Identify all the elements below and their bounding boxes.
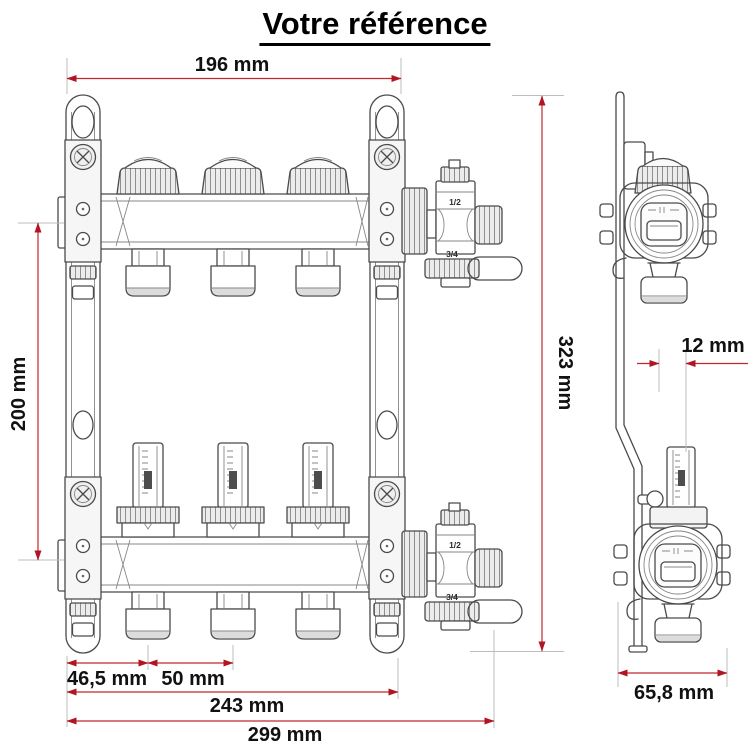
dimension-overall-width: 299 mm <box>66 717 495 746</box>
manifold-bar-bottom <box>57 536 405 593</box>
dimension-label: 50 mm <box>161 668 224 690</box>
dimension-label: 12 mm <box>681 335 744 357</box>
page-title: Votre référence <box>259 6 491 46</box>
dimension-top-width: 196 mm <box>66 54 402 82</box>
flow-meter <box>116 442 180 538</box>
dimensions: 196 mm 323 mm 200 mm 12 mm <box>8 54 748 746</box>
dimension-label: 196 mm <box>195 54 270 76</box>
flow-meter <box>201 442 265 538</box>
circuit-outlet <box>125 248 171 297</box>
flow-meter <box>286 442 350 538</box>
side-bottom-body <box>613 446 731 643</box>
return-valve-bottom <box>401 502 523 631</box>
front-view: 1/2 3/4 1/2 3/4 <box>57 94 523 654</box>
bracket-screw-bottom-left <box>64 476 102 637</box>
circuit-outlet <box>125 591 171 640</box>
side-top-body <box>599 141 717 304</box>
thermostatic-cap <box>286 156 350 195</box>
port-size-label: 1/2 <box>449 197 461 207</box>
dimension-label: 323 mm <box>554 336 576 411</box>
circuit-outlet <box>295 591 341 640</box>
port-size-label: 3/4 <box>446 249 458 259</box>
port-size-label: 1/2 <box>449 540 461 550</box>
dimension-overall-height: 323 mm <box>538 95 576 652</box>
circuit-outlet <box>210 248 256 297</box>
circuit-outlet <box>210 591 256 640</box>
dimension-label: 200 mm <box>8 357 30 432</box>
port-size-label: 3/4 <box>446 592 458 602</box>
bracket-screw-top-left <box>64 139 102 300</box>
dimension-first-outlet-offset: 46,5 mm <box>66 659 149 690</box>
dimension-mount-width: 243 mm <box>66 688 399 717</box>
dimension-label: 299 mm <box>248 724 323 746</box>
dimension-label: 65,8 mm <box>634 682 714 704</box>
side-view <box>599 91 731 653</box>
thermostatic-cap <box>201 156 265 195</box>
manifold-bar-top <box>57 193 405 250</box>
bracket-screw-bottom-right <box>368 476 406 637</box>
supply-valve-top <box>401 159 523 288</box>
dimension-outlet-spacing: 50 mm <box>147 659 234 690</box>
dimension-left-center-height: 200 mm <box>8 222 42 561</box>
thermostatic-cap <box>116 156 180 195</box>
dimension-label: 46,5 mm <box>67 668 147 690</box>
circuit-outlet <box>295 248 341 297</box>
bracket-screw-top-right <box>368 139 406 300</box>
dimension-side-offset: 12 mm <box>637 335 748 367</box>
dimension-label: 243 mm <box>210 695 285 717</box>
dimension-side-depth: 65,8 mm <box>617 669 728 704</box>
